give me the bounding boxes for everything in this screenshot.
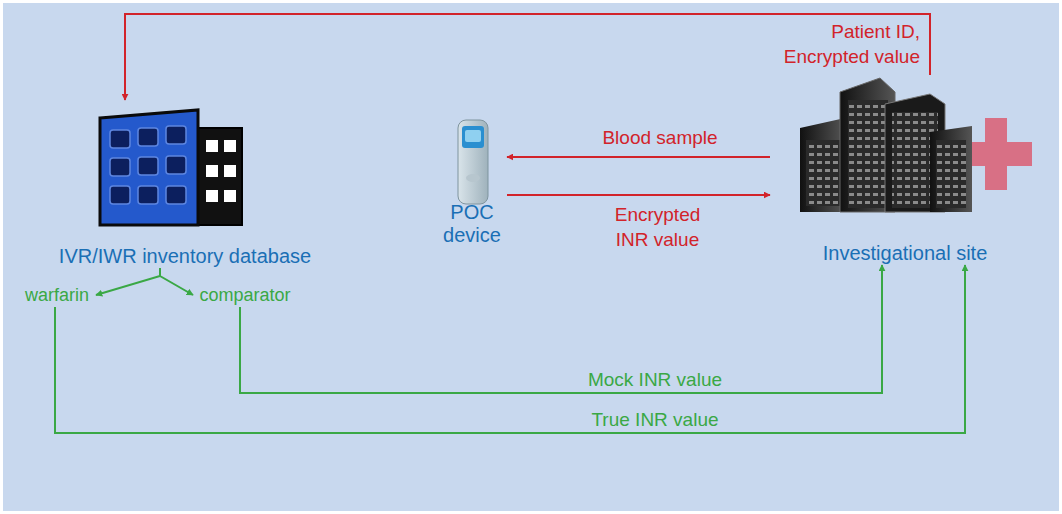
edge-label: Encrypted INR value	[600, 203, 715, 252]
node-label: IVR/IWR inventory database	[59, 245, 311, 268]
node-label: POC device	[437, 201, 507, 247]
poc-device-icon	[458, 120, 488, 204]
hospital-buildings-icon	[800, 78, 1032, 212]
connector-arrow	[96, 268, 160, 295]
connector-arrow	[240, 265, 882, 393]
connector-arrow	[507, 194, 770, 196]
connector-arrow	[125, 14, 930, 100]
database-building-icon	[100, 110, 242, 225]
drug-arm-node: comparator	[193, 283, 297, 307]
drug-arm-node: warfarin	[18, 283, 96, 307]
icon-node: POC device	[437, 115, 507, 247]
node-label: warfarin	[25, 285, 89, 306]
edge-label: True INR value	[545, 408, 765, 433]
icon-node: Investigational site	[770, 75, 1040, 265]
connector-arrow	[507, 156, 770, 158]
node-label: comparator	[199, 285, 290, 306]
edge-label: Blood sample	[575, 126, 745, 151]
connector-arrow	[160, 268, 193, 295]
node-label: Investigational site	[823, 242, 988, 265]
edge-label: Mock INR value	[545, 368, 765, 393]
edge-label: Patient ID, Encrypted value	[770, 20, 920, 69]
connector-arrow	[55, 265, 965, 433]
icon-node: IVR/IWR inventory database	[40, 100, 330, 268]
